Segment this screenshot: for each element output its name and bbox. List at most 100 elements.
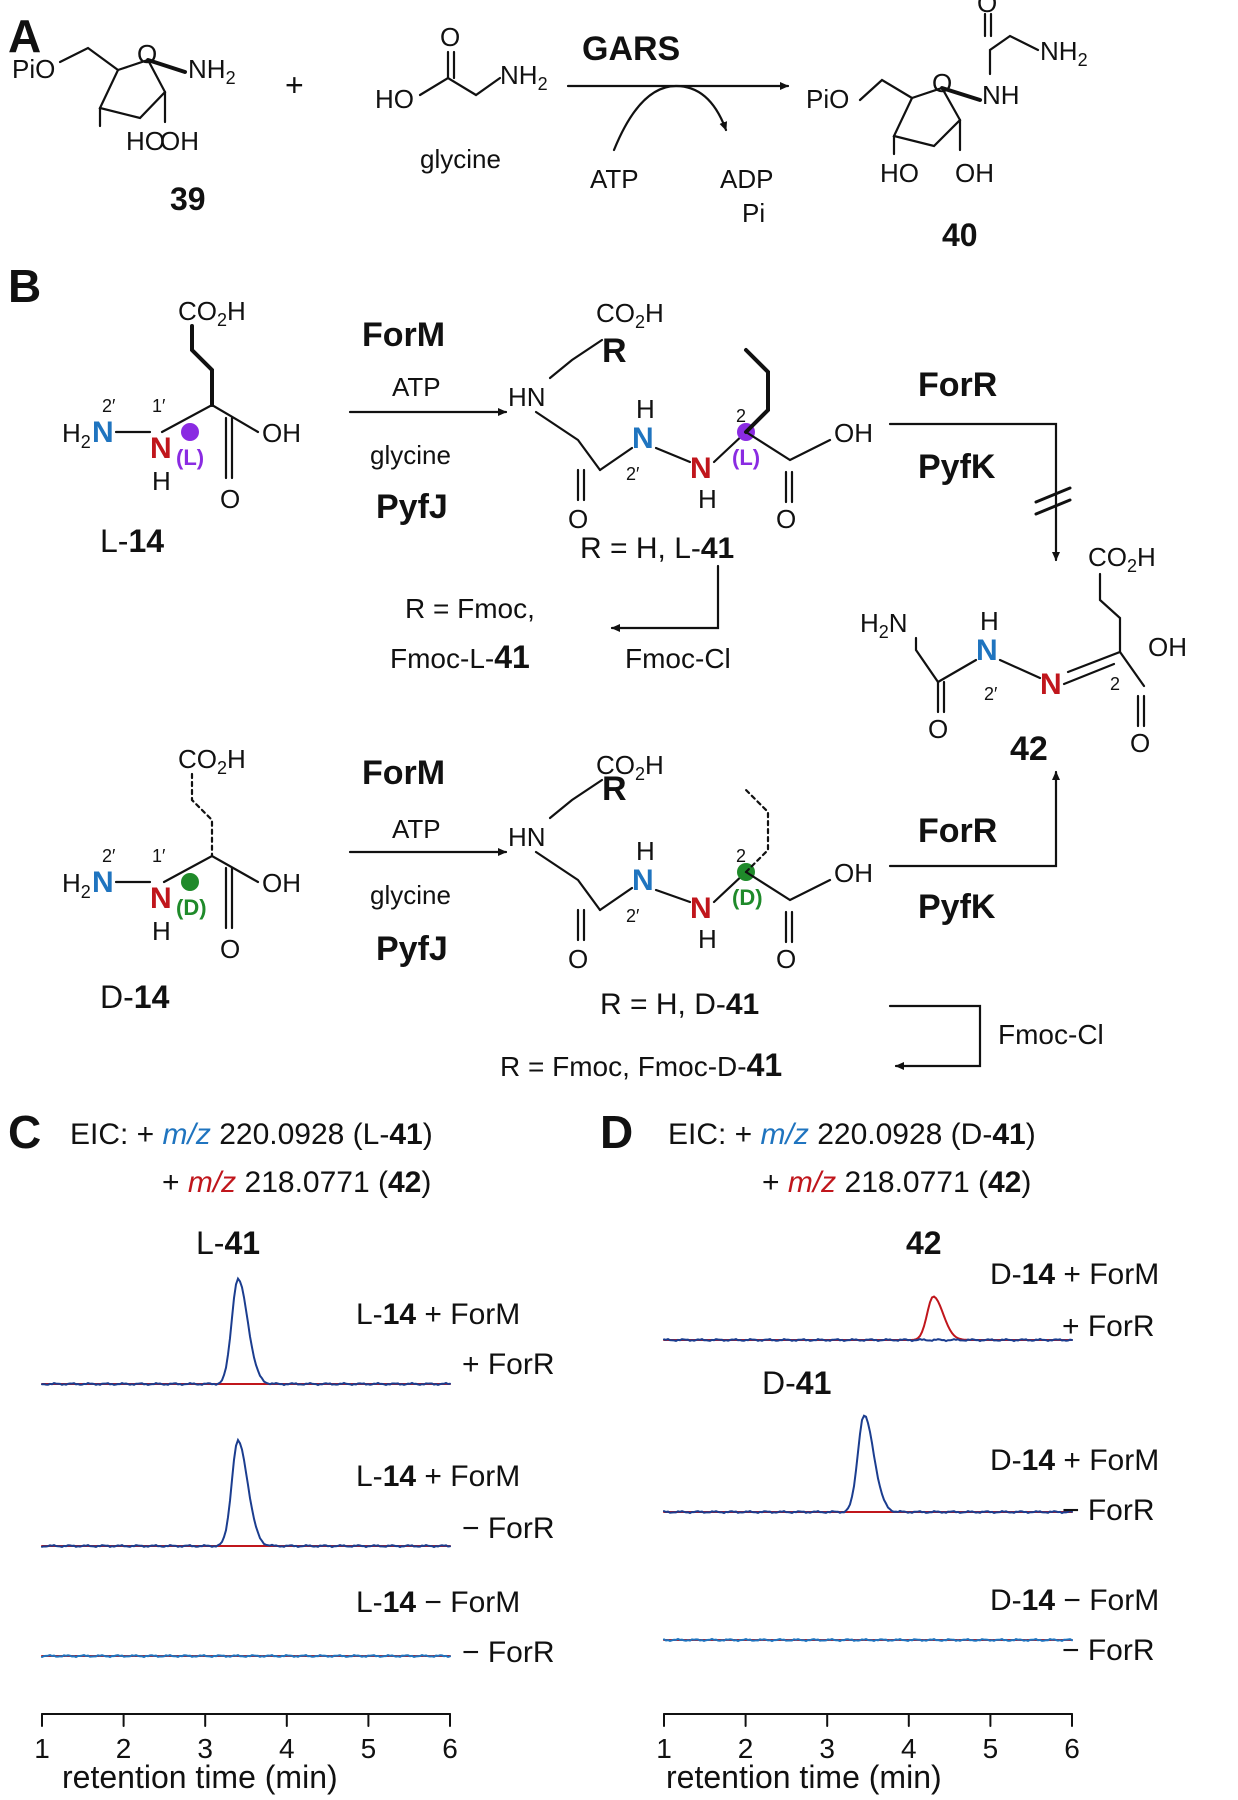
forr-pyfk-arrow-D: ForR PyfK: [888, 770, 1060, 926]
svg-text:L-14: L-14: [100, 523, 164, 559]
panel-d: D EIC: + m/z 220.0928 (D-41) + m/z 218.0…: [600, 1106, 1159, 1795]
glycine-structure: O HO NH2 glycine: [375, 22, 548, 174]
plus-sign: +: [285, 67, 304, 103]
x-tick-label: 4: [901, 1733, 917, 1764]
compound-42: CO2H OH O 2 N N H 2′ O H2N 42: [860, 542, 1187, 768]
svg-text:(L): (L): [176, 445, 204, 470]
nh2-label: NH: [188, 54, 226, 84]
svg-text:D: D: [600, 1106, 633, 1158]
svg-text:O: O: [776, 504, 796, 534]
svg-text:O: O: [568, 504, 588, 534]
svg-text:ForM: ForM: [362, 316, 445, 354]
svg-text:H: H: [636, 836, 655, 866]
chromatogram-trace: [41, 1654, 451, 1659]
panel-a-label: A: [8, 10, 41, 62]
svg-text:R: R: [602, 770, 627, 808]
svg-text:42: 42: [1010, 730, 1048, 768]
compound-39-number: 39: [170, 181, 206, 217]
fmoc-D-branch: Fmoc-Cl R = Fmoc, Fmoc-D-41: [500, 1004, 1104, 1083]
svg-text:R: R: [602, 332, 627, 370]
svg-text:PyfJ: PyfJ: [376, 488, 448, 526]
gars-label: GARS: [582, 30, 680, 68]
pi-label: Pi: [742, 198, 765, 228]
gars-reaction-arrow: GARS ATP ADP Pi: [566, 30, 790, 228]
compound-D-14: CO2H H2 N 2′ N 1′ H (D) OH O D-14: [62, 744, 301, 1015]
fmoc-L-branch: R = Fmoc, Fmoc-L-41 Fmoc-Cl: [390, 564, 731, 675]
x-tick-label: 6: [442, 1733, 458, 1764]
ho-label: HO: [375, 84, 414, 114]
svg-text:H: H: [152, 466, 171, 496]
chromatogram-trace: [41, 1437, 451, 1549]
nh2-sub: 2: [226, 68, 236, 88]
svg-text:N: N: [150, 882, 172, 915]
svg-text:ForM: ForM: [362, 754, 445, 792]
svg-text:2: 2: [736, 406, 746, 426]
svg-text:PyfK: PyfK: [918, 448, 996, 486]
compound-L-14: CO2H H2 N 2′ N 1′ H (L) OH O L-14: [62, 296, 301, 559]
svg-text:1′: 1′: [152, 396, 166, 416]
eic-trace-41: [41, 1276, 451, 1387]
chromatogram-trace: [663, 1414, 1073, 1515]
svg-text:R = H, D-41: R = H, D-41: [600, 988, 759, 1021]
svg-text:2′: 2′: [102, 846, 116, 866]
ho-label: HO: [880, 158, 919, 188]
oh-label: OH: [160, 126, 199, 156]
svg-text:glycine: glycine: [370, 880, 451, 910]
x-tick-label: 2: [738, 1733, 754, 1764]
o-label: O: [137, 39, 157, 69]
nh2-label: NH: [500, 60, 538, 90]
svg-text:2′: 2′: [102, 396, 116, 416]
svg-text:2′: 2′: [626, 906, 640, 926]
svg-text:OH: OH: [1148, 632, 1187, 662]
nh2-label: NH: [1040, 36, 1078, 66]
chromatogram-trace: [663, 1637, 1073, 1643]
svg-text:glycine: glycine: [370, 440, 451, 470]
n1p-atom: N: [150, 432, 172, 465]
n2p-atom: N: [92, 416, 114, 449]
svg-text:+ ForR: + ForR: [462, 1348, 555, 1381]
chromatogram-trace: [41, 1276, 451, 1387]
svg-text:− ForR: − ForR: [1062, 1494, 1155, 1527]
svg-text:ATP: ATP: [392, 814, 441, 844]
svg-text:CO2H: CO2H: [596, 750, 664, 784]
svg-text:2′: 2′: [626, 464, 640, 484]
svg-text:2: 2: [736, 846, 746, 866]
svg-text:H: H: [636, 394, 655, 424]
svg-text:N: N: [1040, 668, 1062, 701]
svg-text:HN: HN: [508, 382, 546, 412]
svg-text:R = H, L-41: R = H, L-41: [580, 532, 734, 565]
svg-text:retention time (min): retention time (min): [62, 1759, 338, 1795]
svg-text:H2: H2: [62, 868, 91, 902]
svg-text:N: N: [632, 864, 654, 897]
svg-text:HN: HN: [508, 822, 546, 852]
svg-text:N: N: [92, 866, 114, 899]
svg-text:NH2: NH2: [500, 60, 548, 94]
svg-text:O: O: [932, 68, 952, 98]
eic-trace-42: [663, 1295, 1073, 1341]
svg-text:(D): (D): [176, 895, 207, 920]
svg-text:H2: H2: [62, 418, 91, 452]
panel-b-label: B: [8, 260, 41, 312]
svg-text:retention time (min): retention time (min): [666, 1759, 942, 1795]
forr-pyfk-blocked-arrow: ForR PyfK: [888, 366, 1072, 562]
svg-text:1′: 1′: [152, 846, 166, 866]
chromatogram-trace: [663, 1295, 1073, 1343]
eic-trace-41: [663, 1637, 1073, 1643]
svg-text:OH: OH: [262, 868, 301, 898]
glycine-name: glycine: [420, 144, 501, 174]
svg-text:NH2: NH2: [1040, 36, 1088, 70]
svg-text:− ForR: − ForR: [462, 1512, 555, 1545]
compound-L-41: CO2H R HN O N H 2′ N H 2 (L) O OH R = H,…: [508, 298, 873, 565]
svg-text:O: O: [928, 714, 948, 744]
svg-text:CO2H: CO2H: [178, 296, 246, 330]
svg-text:N: N: [976, 634, 998, 667]
svg-text:+ m/z 218.0771 (42): + m/z 218.0771 (42): [762, 1166, 1031, 1199]
svg-text:2′: 2′: [984, 684, 998, 704]
panel-c: C EIC: + m/z 220.0928 (L-41) + m/z 218.0…: [8, 1106, 555, 1795]
x-tick-label: 1: [34, 1733, 50, 1764]
svg-text:CO2H: CO2H: [178, 744, 246, 778]
